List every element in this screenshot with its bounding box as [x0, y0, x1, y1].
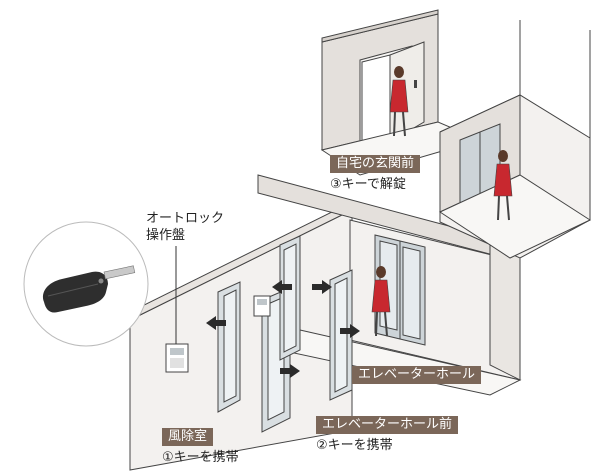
door-opening-arrows: [206, 280, 360, 378]
windbreak-room-step: ①キーを携帯: [162, 450, 239, 465]
key-fob-icon: [42, 265, 136, 313]
arrow-right-front: [280, 364, 300, 378]
upper-floor-elevator-hall: [438, 20, 592, 259]
figure-home-entrance: [389, 66, 409, 137]
windbreak-room-doors: [217, 235, 353, 433]
elevator-hall-front-tag: エレベーターホール前: [316, 416, 459, 434]
arrow-right-hall: [340, 324, 360, 338]
arrow-left-windbreak: [206, 316, 226, 330]
autolock-panel-inner: [253, 295, 271, 317]
figure-lobby: [371, 266, 391, 337]
figure-upper-elevator-hall: [493, 150, 513, 221]
windbreak-room-tag: 風除室: [162, 428, 214, 446]
autolock-panel-label-line2: 操作盤: [146, 228, 186, 243]
autolock-panel-label: オートロック 操作盤: [146, 210, 224, 244]
elevator-hall-front-step: ②キーを携帯: [316, 438, 393, 453]
arrow-right-inner: [312, 280, 332, 294]
key-fob-inset: [23, 221, 149, 347]
arrow-left-inner: [272, 280, 292, 294]
autolock-panel-outer: [165, 343, 189, 373]
elevator-hall-tag: エレベーターホール: [352, 366, 482, 384]
autolock-panel-label-line1: オートロック: [146, 211, 225, 226]
home-entrance-step: ③キーで解錠: [330, 177, 406, 192]
home-entrance-tag: 自宅の玄関前: [330, 155, 421, 173]
